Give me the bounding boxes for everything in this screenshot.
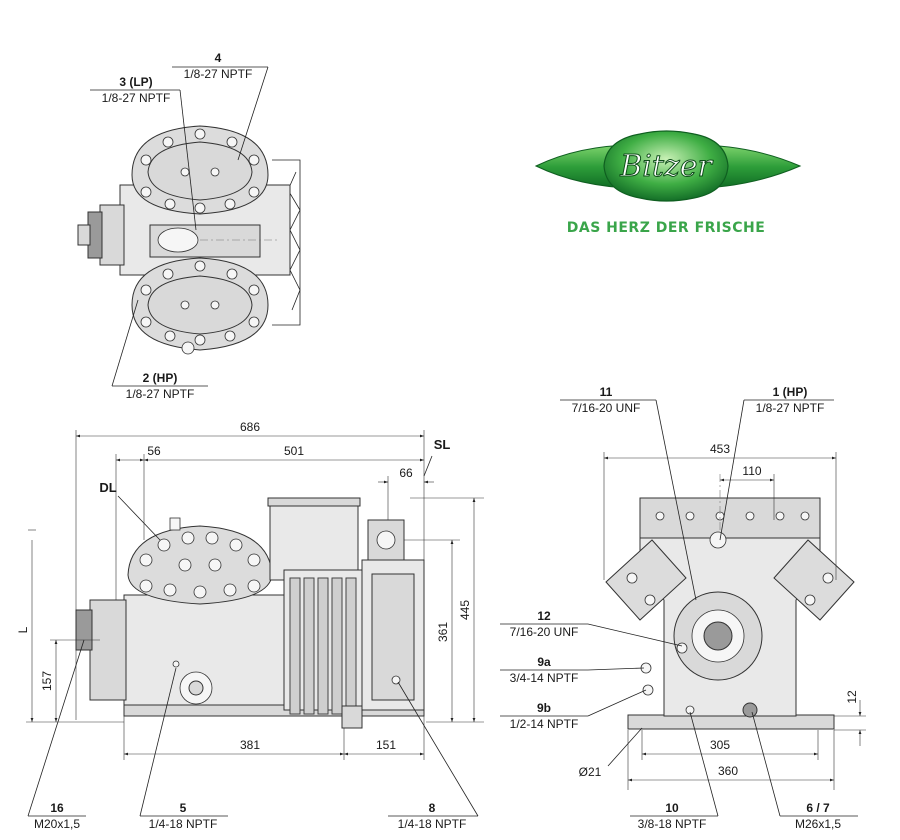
svg-text:3/8-18 NPTF: 3/8-18 NPTF [638, 817, 707, 831]
side-dimensions: 686 56 501 66 SL DL 445 361 L [16, 420, 484, 760]
svg-text:361: 361 [436, 622, 450, 642]
svg-text:110: 110 [742, 464, 761, 478]
svg-text:157: 157 [40, 671, 54, 691]
svg-text:M26x1,5: M26x1,5 [795, 817, 841, 831]
svg-text:9b: 9b [537, 701, 551, 715]
svg-text:686: 686 [240, 420, 260, 434]
svg-text:4: 4 [215, 51, 222, 65]
svg-text:453: 453 [710, 442, 730, 456]
svg-text:1/8-27 NPTF: 1/8-27 NPTF [184, 67, 253, 81]
svg-text:12: 12 [845, 690, 859, 704]
svg-text:1/4-18 NPTF: 1/4-18 NPTF [398, 817, 467, 831]
svg-text:16: 16 [50, 801, 64, 815]
end-dimensions: 453 110 12 305 360 Ø21 [579, 442, 866, 790]
top-view-compressor [77, 125, 301, 355]
svg-text:12: 12 [537, 609, 551, 623]
callout-2-hp: 2 (HP) 1/8-27 NPTF [111, 299, 208, 401]
callout-11: 11 7/16-20 UNF [560, 385, 697, 601]
svg-text:3/4-14 NPTF: 3/4-14 NPTF [510, 671, 579, 685]
svg-text:1/8-27 NPTF: 1/8-27 NPTF [126, 387, 195, 401]
svg-text:501: 501 [284, 444, 304, 458]
svg-text:2 (HP): 2 (HP) [143, 371, 178, 385]
svg-text:381: 381 [240, 738, 260, 752]
callout-12: 12 7/16-20 UNF [500, 609, 683, 647]
callout-9a: 9a 3/4-14 NPTF [500, 655, 645, 685]
svg-text:1 (HP): 1 (HP) [773, 385, 808, 399]
svg-text:6 / 7: 6 / 7 [806, 801, 830, 815]
callout-16: 16 M20x1,5 [27, 639, 86, 831]
svg-text:1/8-27 NPTF: 1/8-27 NPTF [102, 91, 171, 105]
end-view-compressor [605, 497, 855, 730]
callout-8: 8 1/4-18 NPTF [388, 681, 479, 831]
bitzer-logo: Bitzer [534, 130, 802, 202]
callout-5: 5 1/4-18 NPTF [139, 667, 228, 831]
callout-6-7: 6 / 7 M26x1,5 [751, 711, 858, 831]
svg-text:1/2-14 NPTF: 1/2-14 NPTF [510, 717, 579, 731]
svg-text:56: 56 [147, 444, 161, 458]
label-dl: DL [99, 480, 116, 495]
svg-text:8: 8 [429, 801, 436, 815]
callout-1-hp: 1 (HP) 1/8-27 NPTF [719, 385, 834, 541]
svg-text:Ø21: Ø21 [579, 765, 602, 779]
callout-10: 10 3/8-18 NPTF [630, 711, 719, 831]
callout-3-lp: 3 (LP) 1/8-27 NPTF [90, 75, 197, 231]
logo-wordmark: Bitzer [619, 149, 713, 184]
svg-text:305: 305 [710, 738, 730, 752]
svg-text:1/8-27 NPTF: 1/8-27 NPTF [756, 401, 825, 415]
svg-text:9a: 9a [537, 655, 551, 669]
callout-4: 4 1/8-27 NPTF [172, 51, 269, 161]
svg-text:66: 66 [399, 466, 413, 480]
svg-text:L: L [16, 626, 30, 633]
svg-text:10: 10 [665, 801, 679, 815]
svg-text:5: 5 [180, 801, 187, 815]
svg-text:11: 11 [600, 385, 613, 399]
svg-text:151: 151 [376, 738, 396, 752]
svg-text:1/4-18 NPTF: 1/4-18 NPTF [149, 817, 218, 831]
callout-9b: 9b 1/2-14 NPTF [500, 689, 647, 731]
svg-text:M20x1,5: M20x1,5 [34, 817, 80, 831]
brand-slogan: DAS HERZ DER FRISCHE [567, 220, 766, 236]
svg-text:7/16-20 UNF: 7/16-20 UNF [510, 625, 579, 639]
svg-text:445: 445 [458, 600, 472, 620]
svg-text:3 (LP): 3 (LP) [119, 75, 152, 89]
side-view-compressor [75, 497, 425, 729]
label-sl: SL [434, 437, 451, 452]
svg-text:360: 360 [718, 764, 738, 778]
svg-text:7/16-20 UNF: 7/16-20 UNF [572, 401, 641, 415]
